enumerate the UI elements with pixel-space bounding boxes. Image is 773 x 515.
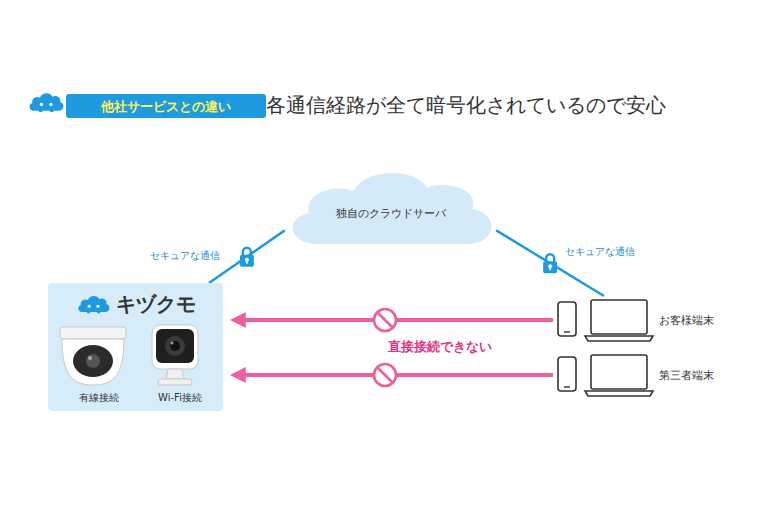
wired-camera: 有線接続	[54, 323, 144, 407]
cloud-server: 独自のクラウドサーバ	[278, 160, 503, 248]
prohibited-sign	[374, 364, 396, 386]
node-label: 有線接続	[54, 391, 144, 405]
edge-label: セキュアな通信	[149, 249, 221, 263]
edge-label: セキュアな通信	[564, 245, 636, 259]
lock-icon	[240, 248, 254, 267]
cloud-shape	[278, 160, 503, 248]
prohibited-sign	[374, 309, 396, 331]
cloud-icon	[30, 93, 64, 112]
lock-icon	[543, 254, 557, 273]
badge: 他社サービスとの違い	[66, 94, 266, 118]
title: 各通信経路が全て暗号化されているので安心	[266, 92, 666, 119]
node-label: 他社サービスとの違い	[66, 98, 266, 116]
node-label: 独自のクラウドサーバ	[278, 206, 503, 221]
node-label: キヅクモ	[116, 291, 196, 318]
secure-link	[496, 230, 604, 296]
node-label: 第三者端末	[659, 368, 714, 383]
node-label: お客様端末	[659, 313, 714, 328]
terminal: お客様端末	[553, 296, 723, 344]
wifi-camera: Wi-Fi接続	[134, 323, 226, 407]
product-panel: キヅクモ有線接続Wi-Fi接続	[48, 283, 223, 411]
node-label: Wi-Fi接続	[134, 391, 226, 405]
terminal: 第三者端末	[553, 351, 723, 399]
warning-label: 直接接続できない	[388, 338, 492, 356]
